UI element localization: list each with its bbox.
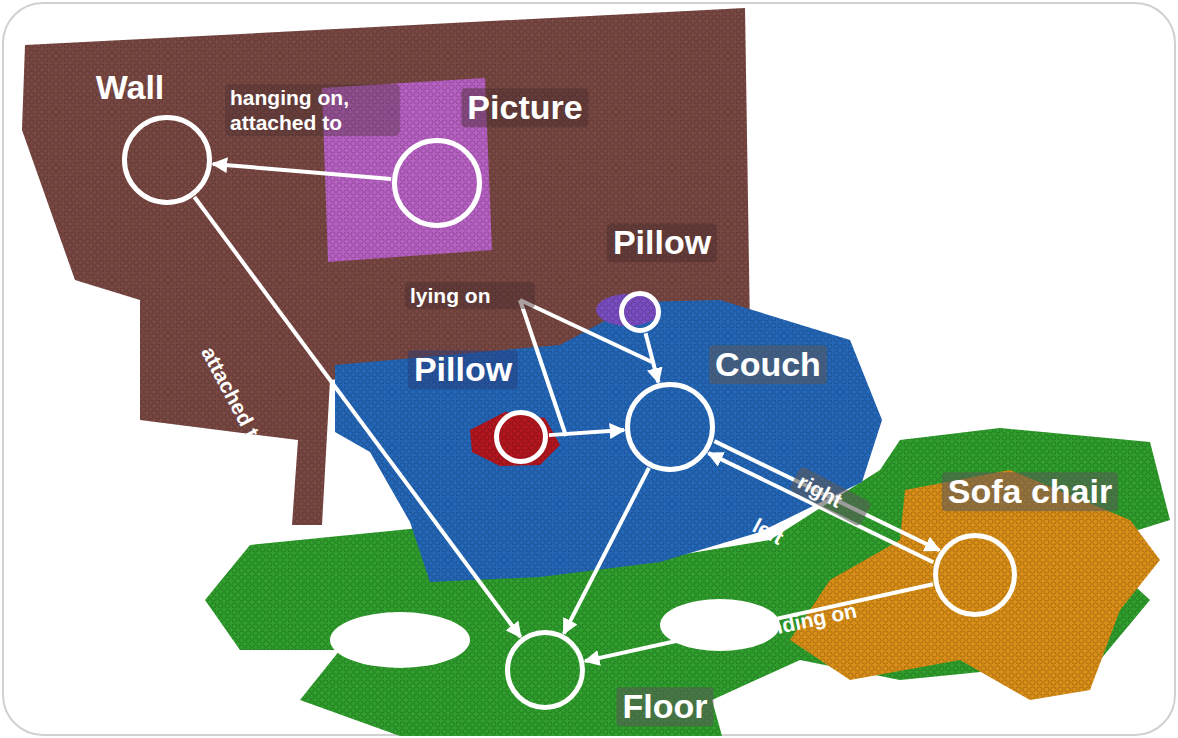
node-outline [619,291,661,333]
relation-label: standing on [732,585,914,649]
node-label: Couch [709,345,827,384]
relation-arrow [714,441,939,550]
node-outline [625,382,715,472]
node-label: Pillow [607,223,717,262]
relation-label: right [789,466,872,528]
node-label: Picture [461,88,588,127]
relation-arrow [646,333,659,382]
node-circle [125,118,210,203]
couch-cloud-texture [335,300,882,582]
node-label: Floor [617,687,714,726]
relation-label: hanging on, attached to [225,84,400,136]
node-circle [395,141,480,226]
node-circle [936,536,1015,615]
object-node: Couch [625,382,715,472]
relation-arrow [708,453,933,562]
relation-arrow [549,430,624,435]
object-node: Wall [122,115,212,205]
node-outline [505,630,585,710]
node-label: Sofa chair [942,472,1118,511]
node-outline [933,533,1017,617]
node-outline [392,138,482,228]
floor-gap [330,612,470,668]
relation-label: left [744,510,827,572]
frame-border [3,3,1175,735]
relation-label: lying on [405,282,535,309]
relation-arrow [585,584,933,661]
relation-arrow [564,468,649,634]
object-node: Floor [505,630,585,710]
node-circle [622,294,659,331]
object-node: Pillow [494,410,548,464]
node-circle [628,385,713,470]
red-pillow-cloud [470,412,560,466]
node-outline [122,115,212,205]
node-label: Wall [90,68,171,107]
object-node: Pillow [619,291,661,333]
node-circle [497,413,546,462]
red-pillow-cloud-texture [470,412,560,466]
node-outline [494,410,548,464]
object-node: Picture [392,138,482,228]
object-node: Sofa chair [933,533,1017,617]
node-label: Pillow [408,350,518,389]
couch-cloud [335,300,882,582]
relation-label: attached to [193,337,287,482]
relation-arrow [213,164,391,179]
node-circle [508,633,583,708]
